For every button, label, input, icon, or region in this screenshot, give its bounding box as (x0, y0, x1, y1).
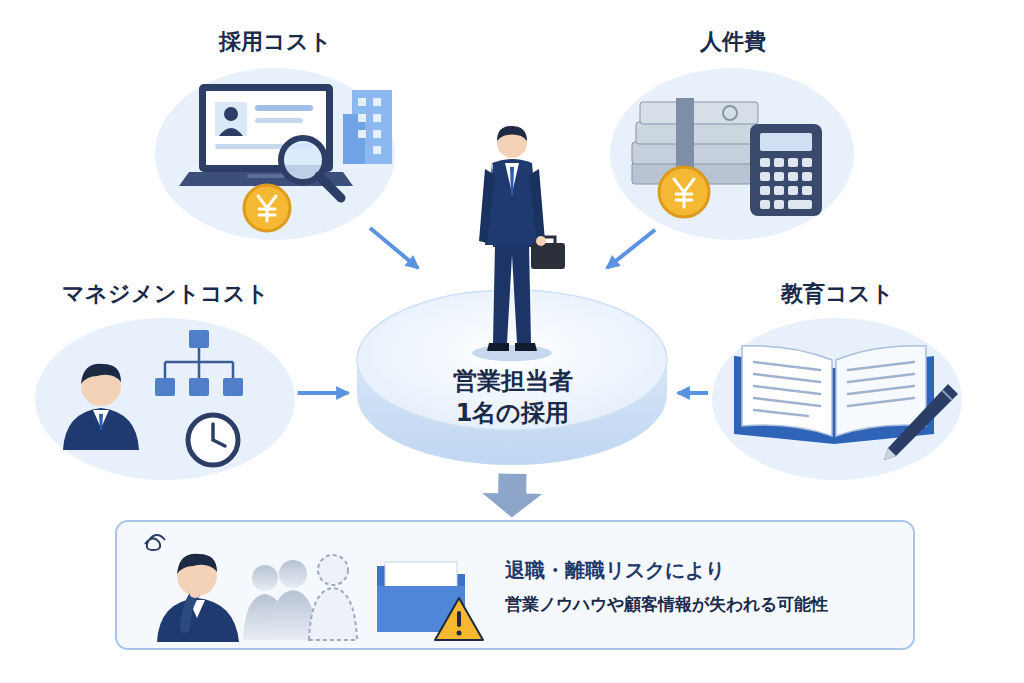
bubble-illustration (610, 68, 855, 240)
cost-bubble: 人件費 (610, 68, 855, 240)
cost-heading: 採用コスト (155, 28, 395, 56)
cost-heading: 教育コスト (712, 280, 962, 308)
flow-arrow (370, 228, 418, 268)
cost-bubble: マネジメントコスト (35, 318, 295, 480)
risk-detail: 営業ノウハウや顧客情報が失われる可能性 (505, 594, 828, 615)
cost-bubble: 採用コスト (155, 68, 395, 240)
hiring-platform: 営業担当者 1名の採用 (355, 285, 670, 470)
risk-box: 退職・離職リスクにより営業ノウハウや顧客情報が失われる可能性 (115, 520, 915, 650)
cost-bubble: 教育コスト (712, 318, 962, 480)
center-label: 営業担当者 1名の採用 (418, 365, 608, 430)
cost-heading: 人件費 (610, 28, 855, 56)
bubble-illustration (155, 68, 395, 240)
risk-panel (115, 520, 915, 650)
flow-arrow (607, 230, 655, 268)
risk-heading: 退職・離職リスクにより (505, 558, 725, 583)
flow-arrow (298, 391, 349, 395)
flow-arrow (678, 391, 708, 395)
cost-heading: マネジメントコスト (35, 280, 295, 308)
bubble-illustration (712, 318, 962, 480)
bubble-illustration (35, 318, 295, 480)
block-arrow (482, 474, 542, 518)
